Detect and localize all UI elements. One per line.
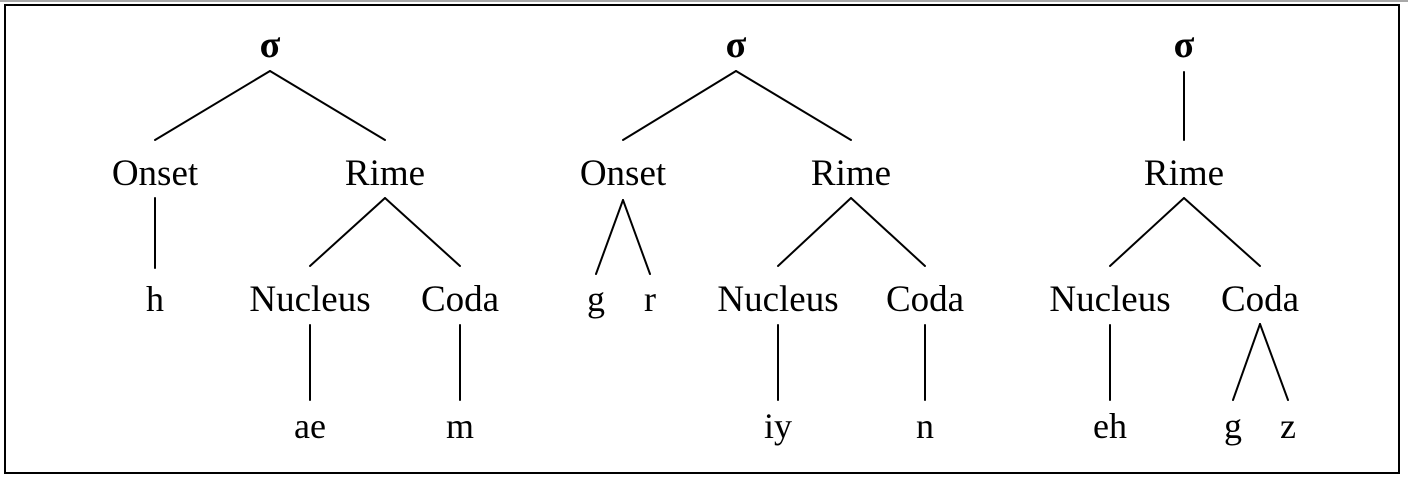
node-t1-rime: Rime xyxy=(344,153,426,194)
node-t3-g: g xyxy=(1224,406,1242,446)
node-t2-rime: Rime xyxy=(810,153,892,194)
node-t2-iy: iy xyxy=(763,406,793,446)
node-t1-h: h xyxy=(146,279,164,319)
node-t1-onset: Onset xyxy=(111,153,199,194)
node-t3-coda: Coda xyxy=(1220,279,1300,320)
node-t2-sigma: σ xyxy=(725,24,747,66)
node-t1-sigma: σ xyxy=(259,24,281,66)
node-t2-g: g xyxy=(587,279,605,319)
node-t1-ae: ae xyxy=(294,406,326,446)
node-t2-onset: Onset xyxy=(579,153,667,194)
node-t3-rime: Rime xyxy=(1143,153,1225,194)
node-t3-eh: eh xyxy=(1093,406,1127,446)
top-edge-strip xyxy=(0,0,1408,2)
node-t3-z: z xyxy=(1280,406,1296,446)
node-t2-nucleus: Nucleus xyxy=(717,279,839,320)
node-t2-coda: Coda xyxy=(885,279,965,320)
figure-border xyxy=(4,4,1400,474)
node-t1-coda: Coda xyxy=(420,279,500,320)
node-t1-nucleus: Nucleus xyxy=(249,279,371,320)
node-t3-nucleus: Nucleus xyxy=(1049,279,1171,320)
node-t2-n: n xyxy=(916,406,934,446)
node-t2-r: r xyxy=(644,279,656,319)
node-t1-m: m xyxy=(445,406,475,446)
node-t3-sigma: σ xyxy=(1173,24,1195,66)
